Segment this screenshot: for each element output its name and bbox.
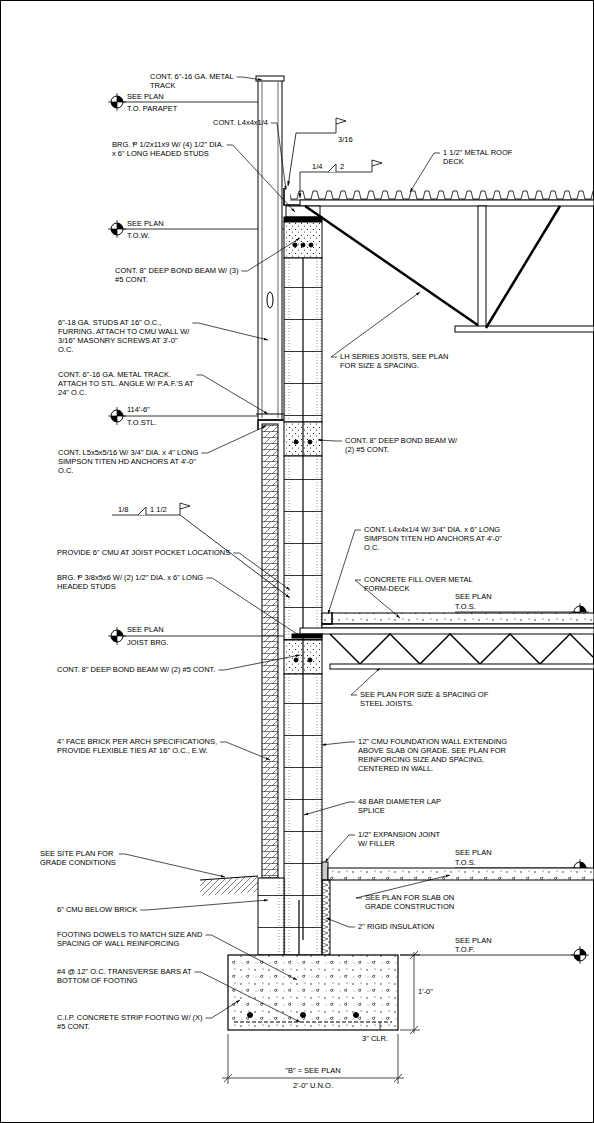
marker-lines	[123, 102, 574, 955]
leader-line	[227, 145, 295, 212]
callout-note: 1/2" EXPANSION JOINT W/ FILLER	[358, 830, 448, 848]
callout-note: CONT. 6"-16 GA. METAL TRACK. ATTACH TO S…	[58, 370, 198, 397]
callout-note: CONT. 8" DEEP BOND BEAM W/ (2) #5 CONT.	[57, 665, 215, 674]
elevation-label: JOIST BRG.	[127, 638, 169, 647]
callout-note: CONT. L4x4x1/4 W/ 3/4" DIA. x 6" LONG SI…	[364, 525, 504, 552]
callout-note: 1 1/2" METAL ROOF DECK	[443, 148, 523, 166]
callout-note: 6" CMU BELOW BRICK	[57, 905, 137, 914]
elevation-label: T.O.F.	[455, 945, 475, 954]
callout-note: CONT. 6"-16 GA. METAL TRACK	[150, 72, 260, 90]
leader-line	[271, 123, 286, 190]
elevation-label: T.O.S.	[455, 858, 476, 867]
parapet-studs	[256, 76, 284, 430]
leader-line	[233, 553, 290, 590]
leader-line	[206, 578, 300, 636]
callout-note: #4 @ 12" O.C. TRANSVERSE BARS AT BOTTOM …	[57, 967, 197, 985]
elevation-label: T.O.W.	[127, 231, 150, 240]
cmu-wall	[284, 222, 340, 1018]
elevation-label: T.O.STL.	[127, 418, 157, 427]
callout-note: LH SERIES JOISTS, SEE PLAN FOR SIZE & SP…	[340, 352, 460, 370]
dimension: 3" CLR.	[362, 1034, 388, 1043]
elevation-label: SEE PLAN	[127, 92, 164, 101]
callout-note: 6"-18 GA. STUDS AT 16" O.C., FURRING. AT…	[58, 318, 193, 354]
leader-line	[410, 153, 440, 192]
leader-line	[205, 935, 297, 980]
leader-line	[192, 323, 268, 340]
leader-line	[220, 742, 270, 760]
dimension: 2'-0" U.N.O.	[253, 1081, 373, 1090]
callout-note: SEE PLAN FOR SLAB ON GRADE CONSTRUCTION	[365, 893, 465, 911]
foundation	[200, 862, 594, 1030]
dimension: "B" = SEE PLAN	[253, 1066, 373, 1075]
dimensions	[222, 951, 420, 1084]
elevation-markers	[108, 93, 589, 964]
elevation-label: SEE PLAN	[127, 625, 164, 634]
callout-note: SEE SITE PLAN FOR GRADE CONDITIONS	[40, 849, 140, 867]
leader-line	[206, 1000, 240, 1018]
leader-line	[322, 742, 355, 745]
callout-note: CONCRETE FILL OVER METAL FORM-DECK	[364, 575, 474, 593]
face-brick	[258, 424, 284, 955]
leader-line	[201, 426, 266, 453]
callout-note: BRG. Ᵽ 1/2x11x9 W/ (4) 1/2" DIA. x 6" LO…	[112, 140, 227, 158]
leader-line	[237, 77, 262, 80]
leader-line	[241, 238, 300, 271]
elevation-label: SEE PLAN	[455, 936, 492, 945]
roof-framing	[284, 188, 594, 332]
weld-size: 1/4	[312, 162, 322, 171]
leader-line	[218, 655, 300, 670]
floor-framing	[292, 612, 594, 669]
weld-size: 1 1/2	[150, 505, 167, 514]
callout-note: PROVIDE 6" CMU AT JOIST POCKET LOCATIONS	[57, 548, 230, 557]
callout-note: SEE PLAN FOR SIZE & SPACING OF STEEL JOI…	[360, 690, 510, 708]
callout-note: C.I.P. CONCRETE STRIP FOOTING W/ (X) #5 …	[57, 1013, 207, 1031]
leader-line	[197, 375, 269, 414]
callout-note: FOOTING DOWELS TO MATCH SIZE AND SPACING…	[57, 930, 207, 948]
leader-line	[304, 802, 355, 815]
weld-size: 1/8	[118, 505, 128, 514]
leader-line	[119, 854, 225, 877]
dimension: 1'-0"	[418, 987, 433, 996]
callout-note: CONT. 8" DEEP BOND BEAM W/ (2) #5 CONT.	[345, 436, 465, 454]
elevation-label: SEE PLAN	[127, 219, 164, 228]
callout-note: 12" CMU FOUNDATION WALL EXTENDING ABOVE …	[358, 737, 508, 773]
elevation-label: SEE PLAN	[455, 848, 492, 857]
elevation-label: T.O. PARAPET	[127, 104, 177, 113]
leader-line	[318, 440, 342, 441]
leader-line	[328, 530, 361, 614]
callout-note: 2" RIGID INSULATION	[358, 922, 434, 931]
elevation-label: SEE PLAN	[455, 592, 492, 601]
callout-note: CONT. L5x5x5/16 W/ 3/4" DIA. x 4" LONG S…	[58, 448, 203, 475]
callout-note: 48 BAR DIAMETER LAP SPLICE	[358, 797, 448, 815]
callout-note: CONT. L4x4x1/4	[213, 118, 268, 127]
leader-line	[195, 972, 301, 1022]
weld-size: 3/16	[338, 135, 353, 144]
callout-note: CONT. 8" DEEP BOND BEAM W/ (3) #5 CONT.	[115, 266, 245, 284]
leader-line	[326, 918, 355, 927]
callout-note: BRG. Ᵽ 3/8x5x6 W/ (2) 1/2" DIA. x 6" LON…	[57, 573, 232, 591]
callout-note: 4" FACE BRICK PER ARCH SPECIFICATIONS, P…	[57, 737, 232, 755]
leader-line	[325, 835, 355, 862]
leader-line	[331, 292, 420, 357]
weld-size: 2	[340, 162, 344, 171]
elevation-label: T.O.S.	[455, 602, 476, 611]
leader-line	[140, 900, 268, 910]
elevation-label: 114'-6"	[127, 405, 150, 414]
